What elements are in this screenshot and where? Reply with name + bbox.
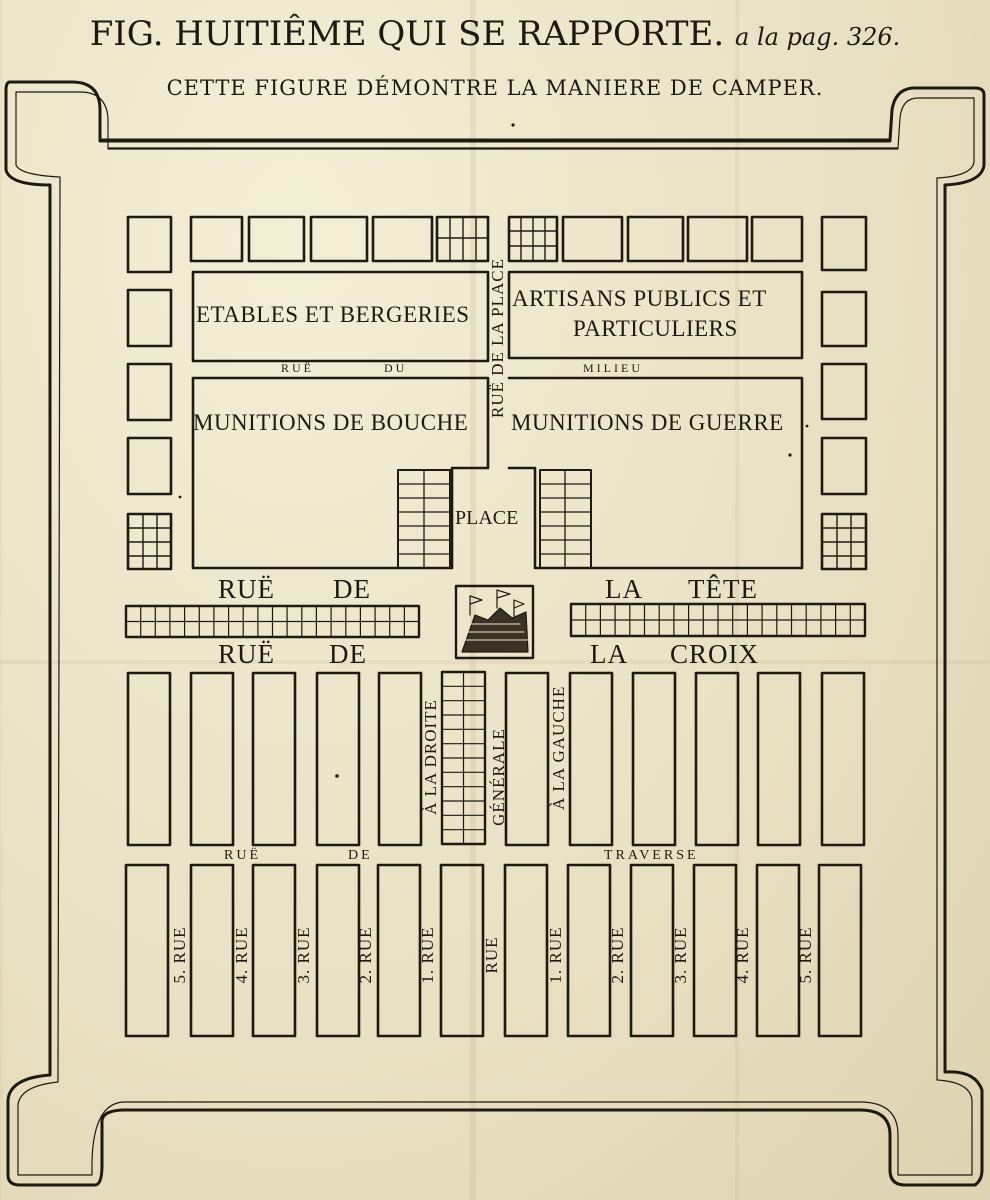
label-rue-tete-4: TÊTE — [688, 574, 758, 604]
street-label-3: 3. RUE — [294, 926, 313, 984]
label-rue-tete-1: RUË — [218, 574, 275, 604]
munitions-guerre-block — [507, 376, 804, 570]
bottom-tent-2 — [189, 863, 235, 1038]
middle-tent-3 — [251, 671, 297, 847]
top-tent-4 — [309, 215, 369, 263]
figure-title-main: FIG. HUITIÊME QUI SE RAPPORTE. — [89, 14, 725, 54]
label-rue-croix-3: LA — [590, 639, 628, 669]
top-tent-2 — [189, 215, 244, 263]
top-tent-3 — [247, 215, 306, 263]
top-tent-10 — [686, 215, 749, 263]
right-tent-1 — [820, 290, 868, 348]
artisans-block — [507, 270, 804, 360]
bottom-tent-11 — [755, 863, 801, 1038]
bottom-tent-7 — [503, 863, 549, 1038]
label-rue-traverse-2: DE — [348, 848, 373, 863]
middle-tent-7 — [568, 671, 614, 847]
frame-inner — [15, 91, 975, 1176]
middle-tent-8 — [631, 671, 677, 847]
left-tent-2 — [126, 362, 173, 422]
street-label-1: 5. RUE — [170, 926, 189, 984]
middle-tent-6 — [504, 671, 550, 847]
top-tent-11 — [750, 215, 804, 263]
street-label-2: 4. RUE — [232, 926, 251, 984]
label-munitions-bouche: MUNITIONS DE BOUCHE — [193, 410, 469, 435]
bottom-tent-4 — [315, 863, 361, 1038]
paper-fold-vertical-2 — [735, 0, 739, 1200]
street-label-5: 1. RUE — [418, 926, 437, 984]
street-label-4: 2. RUE — [356, 926, 375, 984]
street-label-7: 1. RUE — [546, 926, 565, 984]
label-artisans-line1: ARTISANS PUBLICS ET — [512, 286, 767, 311]
label-rue-milieu-1: RUË — [281, 361, 314, 375]
paper-fold-vertical — [470, 0, 476, 1200]
right-tent-3 — [820, 436, 868, 496]
middle-tent-11 — [820, 671, 866, 847]
bottom-tent-6 — [439, 863, 485, 1038]
top-tent-5 — [371, 215, 434, 263]
label-rue-traverse-1: RUË — [224, 848, 261, 863]
middle-tent-2 — [189, 671, 235, 847]
label-munitions-guerre: MUNITIONS DE GUERRE — [511, 410, 784, 435]
middle-tent-4 — [315, 671, 361, 847]
figure-subtitle: CETTE FIGURE DÉMONTRE LA MANIERE DE CAMP… — [166, 76, 824, 100]
label-a-la-droite: À LA DROITE — [421, 699, 440, 815]
top-tent-12 — [820, 215, 868, 272]
munitions-bouche-block — [191, 376, 490, 570]
stables-block — [191, 270, 490, 363]
label-rue-croix-2: DE — [329, 639, 367, 669]
label-rue-traverse-3: TRAVERSE — [604, 848, 699, 863]
label-place: PLACE — [455, 507, 519, 529]
top-tent-1 — [126, 215, 173, 274]
label-rue-croix-1: RUË — [218, 639, 275, 669]
general-tent-drawing — [461, 589, 529, 653]
street-label-11: 5. RUE — [796, 926, 815, 984]
label-rue-milieu-2: DU — [384, 361, 408, 375]
label-rue-tete-2: DE — [333, 574, 371, 604]
bottom-tent-9 — [629, 863, 675, 1038]
street-label-10: 4. RUE — [733, 926, 752, 984]
top-tent-8 — [561, 215, 624, 263]
general-tent — [454, 584, 535, 660]
label-rue-croix-4: CROIX — [670, 639, 760, 669]
middle-tent-1 — [126, 671, 172, 847]
bottom-tent-8 — [566, 863, 612, 1038]
top-tent-9 — [626, 215, 685, 263]
label-rue-tete-3: LA — [605, 574, 643, 604]
bottom-tent-3 — [251, 863, 297, 1038]
middle-tent-5 — [377, 671, 423, 847]
bottom-tent-5 — [376, 863, 422, 1038]
paper-fold-horizontal — [0, 660, 990, 664]
street-label-9: 3. RUE — [671, 926, 690, 984]
bottom-tent-10 — [692, 863, 738, 1038]
label-rue-de-la-place: RUË DE LA PLACE — [488, 258, 507, 418]
left-tent-3 — [126, 436, 173, 496]
figure-title: FIG. HUITIÊME QUI SE RAPPORTE. a la pag.… — [0, 14, 990, 54]
bottom-tent-1 — [124, 863, 170, 1038]
middle-tent-10 — [756, 671, 802, 847]
label-generale: GÉNÉRALE — [489, 728, 508, 826]
frame-outer — [4, 80, 986, 1187]
label-rue-milieu-3: MILIEU — [583, 361, 643, 375]
figure-page-reference: a la pag. 326. — [735, 23, 901, 51]
label-stables: ETABLES ET BERGERIES — [196, 302, 470, 327]
left-tent-1 — [126, 288, 173, 348]
middle-tent-9 — [694, 671, 740, 847]
label-a-la-gauche: À LA GAUCHE — [549, 685, 568, 810]
street-label-6: RUE — [482, 936, 501, 974]
bottom-tent-12 — [817, 863, 863, 1038]
right-tent-2 — [820, 362, 868, 421]
label-artisans-line2: PARTICULIERS — [573, 316, 738, 341]
street-label-8: 2. RUE — [608, 926, 627, 984]
